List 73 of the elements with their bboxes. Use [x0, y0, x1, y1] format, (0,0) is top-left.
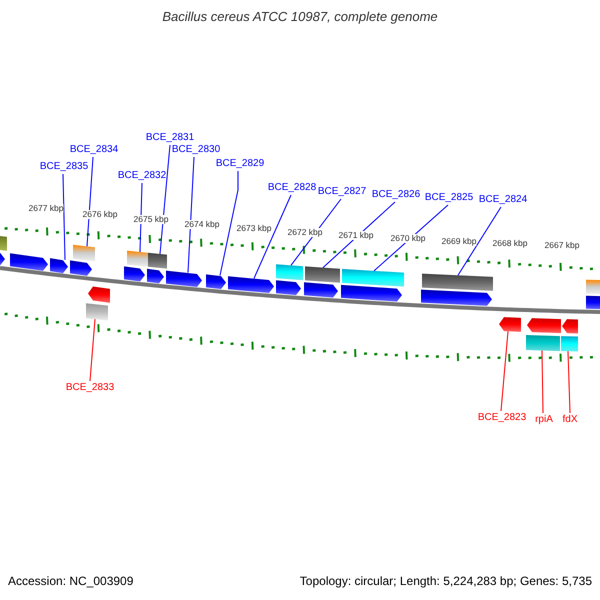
- gene-feature: [562, 319, 578, 334]
- gene-feature: [166, 270, 202, 287]
- scale-label: 2675 kbp: [134, 215, 168, 224]
- leader-line: [458, 206, 502, 276]
- feature-block: [342, 268, 404, 287]
- gene-feature: [124, 266, 145, 282]
- gene-feature: [228, 276, 274, 294]
- gene-feature: [304, 282, 338, 298]
- gene-label: BCE_2829: [216, 158, 264, 170]
- gene-feature: [147, 268, 164, 284]
- gene-feature: [88, 286, 110, 303]
- gene-label: BCE_2831: [146, 132, 194, 144]
- leader-line: [500, 330, 508, 412]
- leader-line: [220, 170, 238, 276]
- gene-label: BCE_2830: [172, 144, 220, 156]
- feature-block: [0, 235, 7, 251]
- scale-label: 2672 kbp: [288, 228, 322, 236]
- gene-label: BCE_2834: [70, 144, 118, 156]
- leader-line: [254, 194, 292, 279]
- leader-line: [160, 144, 170, 254]
- gene-feature: [70, 260, 92, 276]
- scale-label: 2668 kbp: [492, 239, 528, 248]
- gene-feature: [206, 274, 226, 290]
- gene-label: BCE_2823: [478, 412, 526, 424]
- feature-block: [86, 303, 108, 321]
- feature-block: [422, 274, 493, 291]
- gene-label: BCE_2824: [478, 194, 528, 206]
- scale-label: 2669 kbp: [442, 237, 476, 246]
- gene-feature: [50, 258, 68, 274]
- gene-label: BCE_2832: [118, 170, 166, 182]
- feature-block: [561, 336, 578, 352]
- gene-label: fdX: [562, 414, 578, 426]
- gene-label: BCE_2828: [268, 182, 316, 194]
- leader-line: [322, 202, 396, 268]
- gene-feature: [421, 290, 492, 306]
- scale-label: 2667 kbp: [544, 241, 580, 250]
- gene-feature: [586, 296, 600, 310]
- leader-line: [542, 350, 544, 414]
- leader-line: [86, 156, 94, 247]
- leader-line: [290, 198, 342, 266]
- scale-label: 2673 kbp: [236, 224, 272, 232]
- gene-feature: [10, 253, 48, 271]
- gene-label: BCE_2825: [424, 192, 474, 204]
- feature-block: [586, 280, 600, 294]
- leader-line: [374, 204, 448, 272]
- scale-label: 2670 kbp: [390, 234, 426, 242]
- scale-label: 2677 kbp: [28, 204, 64, 212]
- feature-block: [276, 264, 303, 280]
- title: Bacillus cereus ATCC 10987, complete genome: [161, 10, 439, 23]
- gene-label: BCE_2833: [66, 382, 114, 394]
- scale-label: 2674 kbp: [184, 220, 220, 228]
- gene-feature: [499, 317, 521, 332]
- leader-line: [568, 350, 570, 414]
- gene-feature: [341, 284, 402, 302]
- scale-label: 2676 kbp: [82, 210, 118, 218]
- gene-label: rpiA: [535, 414, 553, 426]
- leader-line: [62, 174, 66, 260]
- gene-label: BCE_2827: [318, 186, 366, 198]
- gene-feature: [0, 250, 5, 266]
- scale-label: 2671 kbp: [338, 231, 374, 240]
- feature-block: [73, 244, 95, 262]
- feature-block: [526, 335, 560, 352]
- genome-info-text: Topology: circular; Length: 5,224,283 bp; Genes: 5,735: [300, 575, 592, 587]
- feature-block: [127, 250, 148, 267]
- leader-line: [90, 318, 96, 382]
- leader-line: [188, 156, 194, 274]
- feature-block: [305, 266, 340, 283]
- gene-label: BCE_2826: [372, 189, 420, 201]
- leader-line: [140, 182, 142, 252]
- gene-feature: [276, 280, 301, 296]
- accession-text: Accession: NC_003909: [8, 575, 134, 587]
- feature-block: [148, 252, 167, 269]
- gene-label: BCE_2835: [40, 161, 88, 173]
